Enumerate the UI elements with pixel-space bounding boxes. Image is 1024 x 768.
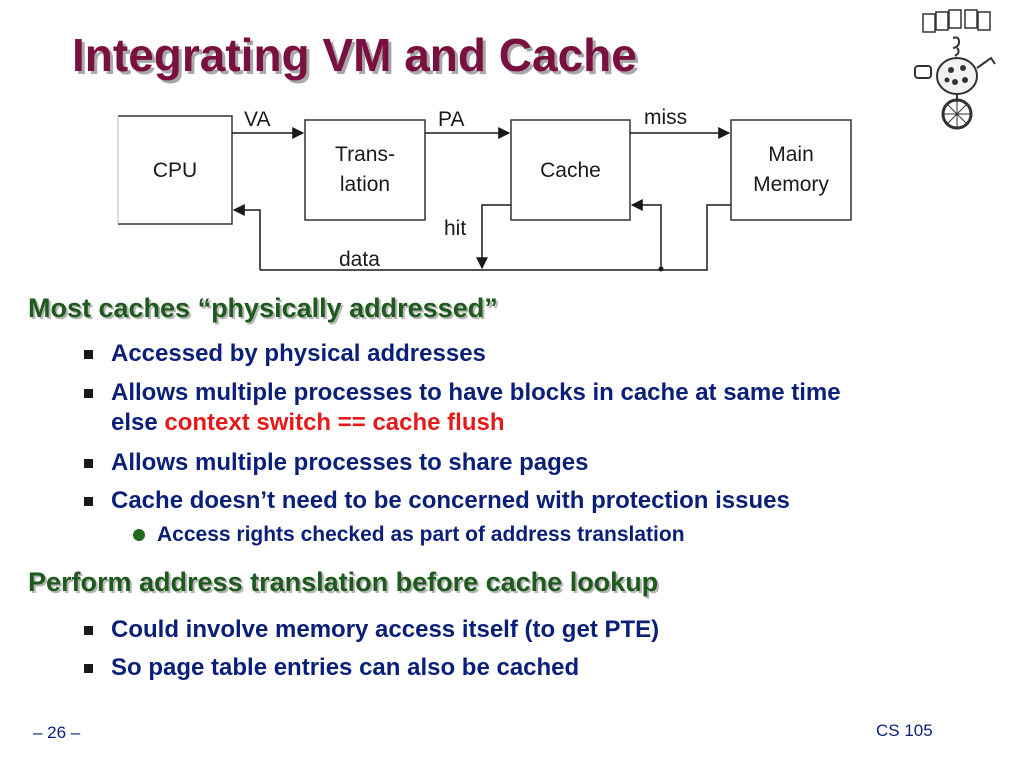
round-bullet-icon [133, 529, 145, 541]
vm-cache-diagram [117, 115, 852, 272]
square-bullet-icon [84, 664, 93, 673]
square-bullet-icon [84, 626, 93, 635]
square-bullet-icon [84, 350, 93, 359]
translation-label-line2: lation [339, 173, 391, 196]
miss-label: miss [644, 106, 688, 129]
section-heading-address-translation: Perform address translation before cache… [28, 567, 659, 597]
memory-return-line [260, 204, 731, 271]
cache-box [510, 119, 631, 221]
bullet-continuation: else context switch == cache flush [111, 409, 505, 436]
page-number: – 26 – [33, 723, 81, 742]
main-memory-label-line1: Main [768, 143, 814, 166]
data-arrow [232, 204, 261, 270]
section-heading-physically-addressed: Most caches “physically addressed” [28, 293, 498, 323]
va-label: VA [244, 108, 271, 131]
square-bullet-icon [84, 459, 93, 468]
main-memory-label: Main Memory [731, 140, 851, 200]
hit-label: hit [444, 217, 467, 240]
square-bullet-icon [84, 389, 93, 398]
hit-arrow [476, 204, 511, 270]
cpu-label: CPU [152, 159, 198, 182]
highlight-text: context switch == cache flush [164, 409, 505, 436]
main-memory-label-line2: Memory [753, 173, 829, 196]
translation-label-line1: Trans- [335, 143, 395, 166]
cpu-box [118, 115, 233, 225]
translation-label: Trans- lation [305, 140, 425, 200]
cache-fill-arrow [630, 199, 662, 268]
cache-label: Cache [540, 159, 601, 182]
course-label: CS 105 [876, 721, 933, 740]
hmc-cs-logo [914, 9, 996, 130]
data-label: data [339, 248, 380, 271]
translation-box [304, 119, 426, 221]
slide-title: Integrating VM and Cache [72, 29, 637, 81]
square-bullet-icon [84, 497, 93, 506]
pa-label: PA [438, 108, 465, 131]
main-memory-box [730, 119, 852, 221]
